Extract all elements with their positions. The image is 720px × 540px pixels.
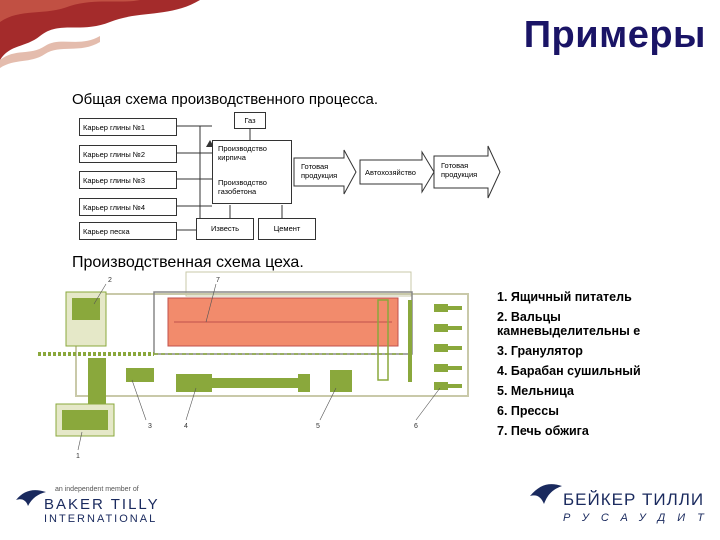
shop-label-5: 5 <box>316 423 320 430</box>
label-finished-products-1: Готовая продукция <box>301 162 338 180</box>
legend-item: 4. Барабан сушильный <box>497 364 641 378</box>
shop-label-7: 7 <box>216 277 220 284</box>
presses-group <box>434 304 462 390</box>
legend-item: 3. Гранулятор <box>497 344 583 358</box>
legend-item: 7. Печь обжига <box>497 424 589 438</box>
logo-name: BAKER TILLY <box>44 496 160 513</box>
roller-mill-unit <box>72 298 100 320</box>
logo-right-sub: РУСАУДИТ <box>563 512 716 524</box>
legend-item: 1. Ящичный питатель <box>497 290 632 304</box>
subtitle-general-scheme: Общая схема производственного процесса. <box>72 91 379 108</box>
box-brick-production: Производство кирпича <box>215 143 287 167</box>
box-lime: Известь <box>196 218 254 240</box>
subtitle-shop-scheme: Производственная схема цеха. <box>72 254 304 271</box>
box-quarry-1: Карьер глины №1 <box>79 118 177 136</box>
logo-sub: INTERNATIONAL <box>44 513 158 525</box>
decorative-swirl <box>0 0 200 68</box>
drying-drum-motor <box>176 374 212 392</box>
baker-tilly-rusaudit-bird-icon <box>530 484 562 504</box>
legend-item: 5. Мельница <box>497 384 574 398</box>
shop-label-3: 3 <box>148 423 152 430</box>
box-sand-quarry: Карьер песка <box>79 222 177 240</box>
logo-tagline: an independent member of <box>55 486 139 493</box>
drying-drum <box>212 378 298 388</box>
granulator-unit <box>126 368 154 382</box>
logo-right-name: БЕЙКЕР ТИЛЛИ <box>563 490 705 509</box>
shop-label-1: 1 <box>76 453 80 460</box>
box-quarry-3: Карьер глины №3 <box>79 171 177 189</box>
legend-item: 2. Вальцы камневыделительны е <box>497 310 641 338</box>
box-quarry-4: Карьер глины №4 <box>79 198 177 216</box>
vertical-conveyor <box>88 358 106 418</box>
baker-tilly-bird-icon <box>16 490 46 506</box>
box-gas: Газ <box>234 112 266 129</box>
box-quarry-2: Карьер глины №2 <box>79 145 177 163</box>
workshop-layout-diagram: 1 2 3 4 5 6 7 <box>38 271 469 460</box>
page-title: Примеры <box>523 14 706 56</box>
label-auto-depot: Автохозяйство <box>365 168 416 177</box>
legend-item: 6. Прессы <box>497 404 559 418</box>
mill-unit <box>330 370 352 392</box>
shop-label-6: 6 <box>414 423 418 430</box>
shop-label-2: 2 <box>108 277 112 284</box>
label-finished-products-2: Готовая продукция <box>441 161 478 179</box>
box-aerated-concrete: Производство газобетона <box>215 177 287 201</box>
box-feeder-unit <box>62 410 108 430</box>
shop-label-4: 4 <box>184 423 188 430</box>
equipment-legend: 1. Ящичный питатель 2. Вальцы камневыдел… <box>497 290 687 444</box>
box-cement: Цемент <box>258 218 316 240</box>
